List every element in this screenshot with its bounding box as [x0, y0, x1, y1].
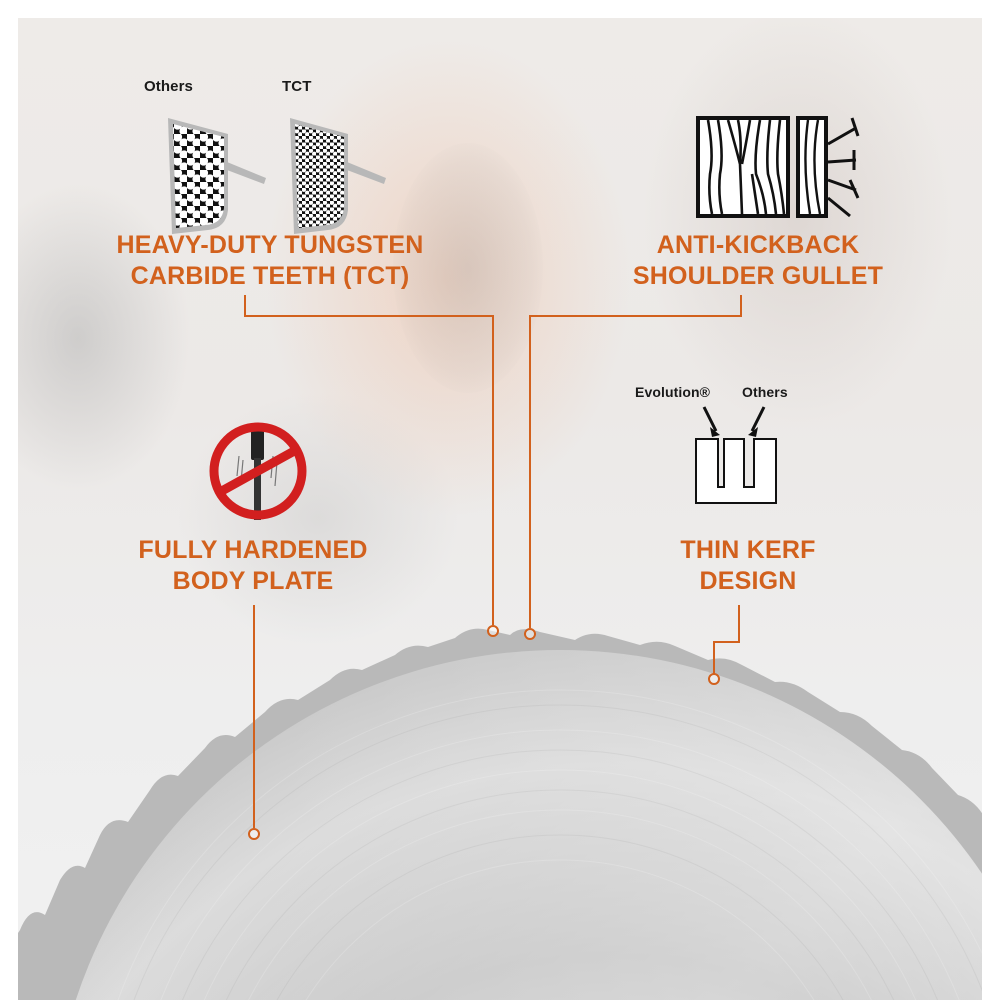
callout-dot-body-plate [248, 828, 260, 840]
tct-compare-label-others: Others [144, 78, 193, 95]
leader-line-body-plate [253, 605, 255, 828]
no-bending-prohibition-icon [209, 422, 307, 520]
feature-title-gullet-line1: ANTI-KICKBACK [656, 231, 860, 259]
saw-blade-image [18, 628, 982, 1000]
feature-title-tct: HEAVY-DUTY TUNGSTEN CARBIDE TEETH (TCT) [90, 230, 450, 292]
leader-line-gullet [529, 315, 531, 628]
feature-title-kerf-line2: DESIGN [699, 567, 797, 595]
leader-line-gullet [740, 295, 742, 317]
kerf-width-comparison-icon [695, 406, 777, 504]
tct-compare-label-tct: TCT [282, 78, 312, 95]
callout-dot-tct [487, 625, 499, 637]
wood-split-nails-icon [696, 116, 860, 218]
leader-line-kerf [713, 641, 715, 674]
feature-title-body-plate-line1: FULLY HARDENED [138, 536, 368, 564]
feature-title-gullet-line2: SHOULDER GULLET [632, 262, 884, 290]
feature-title-tct-line1: HEAVY-DUTY TUNGSTEN [116, 231, 424, 259]
leader-line-kerf [713, 641, 740, 643]
feature-title-kerf-line1: THIN KERF [680, 536, 816, 564]
infographic-canvas: Others TCT HEAVY-DUTY TUNGSTEN CARBIDE T… [18, 18, 982, 1000]
feature-title-kerf: THIN KERF DESIGN [608, 535, 888, 597]
leader-line-kerf [738, 605, 740, 643]
kerf-compare-label-evolution: Evolution® [635, 384, 711, 400]
leader-line-gullet [529, 315, 742, 317]
carbide-grain-comparison-icon [168, 118, 386, 234]
kerf-compare-label-others: Others [742, 384, 788, 400]
callout-dot-gullet [524, 628, 536, 640]
leader-line-tct [244, 295, 246, 317]
feature-title-body-plate-line2: BODY PLATE [172, 567, 334, 595]
callout-dot-kerf [708, 673, 720, 685]
leader-line-tct [492, 315, 494, 625]
feature-title-gullet: ANTI-KICKBACK SHOULDER GULLET [608, 230, 908, 292]
feature-title-tct-line2: CARBIDE TEETH (TCT) [130, 262, 410, 290]
background-saw-hub [393, 143, 543, 393]
leader-line-tct [244, 315, 494, 317]
feature-title-body-plate: FULLY HARDENED BODY PLATE [93, 535, 413, 597]
